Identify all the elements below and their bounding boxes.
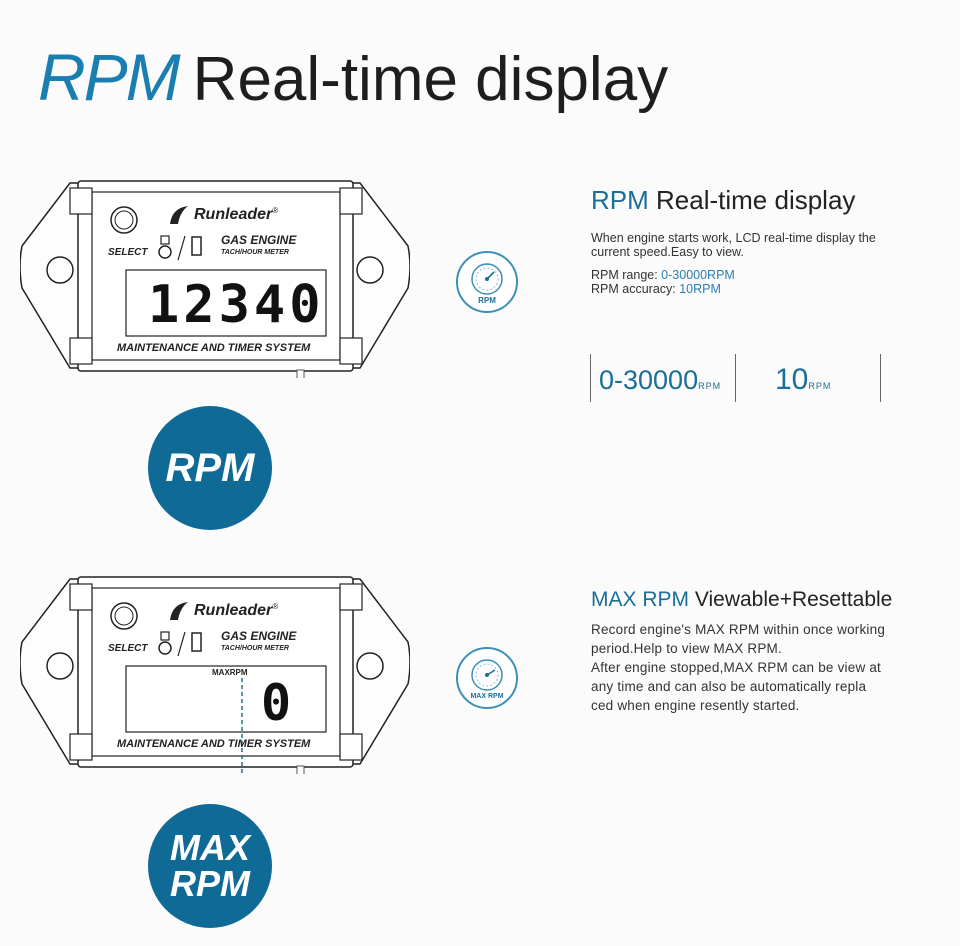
section-title-accent: MAX RPM bbox=[591, 588, 690, 611]
accuracy-line: RPM accuracy: 10RPM bbox=[591, 282, 721, 296]
desc-line: After engine stopped,MAX RPM can be view… bbox=[591, 660, 881, 675]
rpm-icon-label: RPM bbox=[478, 296, 496, 305]
stat-range: 0-30000RPM bbox=[599, 365, 722, 395]
maintenance-label: MAINTENANCE AND TIMER SYSTEM bbox=[117, 342, 311, 354]
brand-label: Runleader® bbox=[194, 602, 279, 619]
badge-line: MAX bbox=[170, 827, 250, 868]
section-title-rest: Viewable+Resettable bbox=[694, 588, 893, 611]
max-rpm-icon-label: MAX RPM bbox=[470, 693, 504, 700]
gas-engine-label: GAS ENGINE bbox=[221, 233, 297, 247]
stat-divider bbox=[735, 354, 736, 402]
stat-accuracy: 10RPM bbox=[775, 363, 832, 396]
speedometer-icon: RPM bbox=[456, 251, 518, 313]
rpm-badge: RPM bbox=[148, 406, 272, 530]
select-label: SELECT bbox=[108, 643, 148, 654]
lcd-maxrpm-label: MAXRPM bbox=[212, 668, 248, 677]
stat-divider bbox=[590, 354, 591, 402]
range-line: RPM range: 0-30000RPM bbox=[591, 268, 735, 282]
section-title-maxrpm: MAX RPM Viewable+Resettable bbox=[591, 588, 892, 612]
tach-meter-label: TACH/HOUR METER bbox=[221, 249, 289, 256]
tachometer-device-maxrpm: Runleader® SELECT GAS ENGINE TACH/HOUR M… bbox=[20, 574, 410, 774]
desc-line: period.Help to view MAX RPM. bbox=[591, 641, 782, 656]
rpm-specs: RPM range: 0-30000RPM RPM accuracy: 10RP… bbox=[591, 268, 735, 296]
lcd-rpm-value: 12340 bbox=[148, 275, 325, 335]
desc-line: any time and can also be automatically r… bbox=[591, 679, 867, 694]
max-speedometer-icon: MAX RPM bbox=[456, 647, 518, 709]
gas-engine-label: GAS ENGINE bbox=[221, 629, 297, 643]
device-body-graphic bbox=[20, 576, 410, 774]
section-title-accent: RPM bbox=[591, 185, 649, 215]
desc-line: ced when engine resently started. bbox=[591, 698, 800, 713]
desc-line: current speed.Easy to view. bbox=[591, 245, 744, 259]
stat-divider bbox=[880, 354, 881, 402]
section-title-rest: Real-time display bbox=[656, 185, 856, 215]
max-rpm-badge: MAX RPM bbox=[148, 804, 272, 928]
lcd-maxrpm-value: 0 bbox=[261, 674, 296, 732]
rpm-description: When engine starts work, LCD real-time d… bbox=[591, 231, 876, 259]
headline-rest: Real-time display bbox=[192, 45, 669, 114]
tachometer-device-rpm: Runleader® SELECT GAS ENGINE TACH/HOUR M… bbox=[20, 178, 410, 378]
rpm-badge-text: RPM bbox=[165, 446, 255, 490]
tach-meter-label: TACH/HOUR METER bbox=[221, 645, 289, 652]
device-body-graphic bbox=[20, 180, 410, 378]
maintenance-label: MAINTENANCE AND TIMER SYSTEM bbox=[117, 738, 311, 750]
desc-line: When engine starts work, LCD real-time d… bbox=[591, 231, 876, 245]
select-label: SELECT bbox=[108, 247, 148, 258]
maxrpm-description: Record engine's MAX RPM within once work… bbox=[591, 620, 885, 715]
desc-line: Record engine's MAX RPM within once work… bbox=[591, 622, 886, 637]
badge-line: RPM bbox=[170, 863, 250, 904]
brand-label: Runleader® bbox=[194, 206, 279, 223]
section-title-rpm: RPM Real-time display bbox=[591, 185, 855, 216]
headline-accent: RPM bbox=[38, 40, 181, 114]
